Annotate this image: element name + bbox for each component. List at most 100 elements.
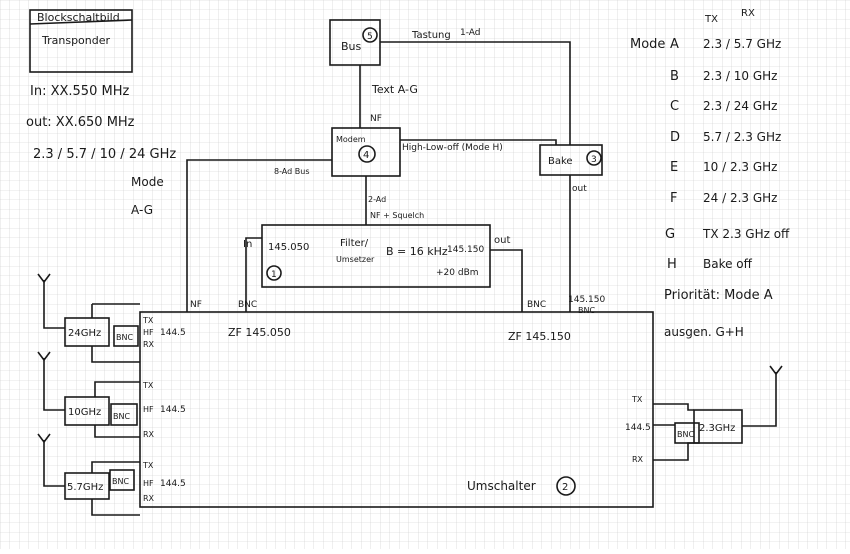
port10-rx: RX	[143, 430, 155, 439]
nf-top-label: NF	[370, 114, 382, 124]
bus-number-circle	[362, 27, 378, 43]
bake-block	[539, 144, 603, 176]
mode-letter-g: G	[665, 227, 675, 242]
modem-number-circle	[358, 145, 376, 163]
umschalter-label: Umschalter	[467, 479, 536, 493]
bnc-bake-label: BNC	[578, 306, 595, 315]
conv24-block	[64, 317, 110, 347]
conv57-bnc: BNC	[112, 477, 129, 486]
port10-tx: TX	[142, 381, 154, 390]
filter-bandwidth: B = 16 kHz	[386, 245, 448, 258]
filter-freq: 145.050	[268, 242, 309, 253]
bake-number-circle	[586, 150, 602, 166]
freq-145150-label: 145.150	[568, 295, 605, 305]
in-frequency: In: XX.550 MHz	[30, 84, 129, 99]
mode-letter-h: H	[667, 257, 677, 272]
bake-number: 3	[591, 155, 597, 165]
text-ag-label: Text A-G	[371, 83, 418, 96]
umschalter-block	[139, 311, 654, 508]
bake-out-label: out	[572, 184, 587, 194]
conv24-bnc-box	[113, 325, 139, 347]
mode-value-b: 2.3 / 10 GHz	[703, 69, 777, 83]
mode-note-line2: A-G	[131, 203, 153, 217]
conv24-label: 24GHz	[68, 328, 101, 339]
mode-letter-d: D	[670, 130, 680, 145]
title-line1: Blockschaltbild	[37, 11, 120, 24]
mode-value-e: 10 / 2.3 GHz	[703, 160, 777, 174]
bus-8ad-label: 8-Ad Bus	[274, 167, 309, 176]
umschalter-number: 2	[562, 482, 568, 493]
conv57-bnc-box	[109, 469, 135, 491]
one-ad-label: 1-Ad	[460, 28, 481, 38]
mode-letter-b: B	[670, 69, 679, 84]
mode-letter-a: A	[670, 37, 679, 52]
mode-value-g: TX 2.3 GHz off	[702, 227, 790, 241]
port57-freq: 144.5	[160, 479, 186, 489]
conv10-label: 10GHz	[68, 407, 101, 418]
filter-out-freq: 145.150	[447, 245, 484, 255]
mode-value-d: 5.7 / 2.3 GHz	[703, 130, 781, 144]
bake-label: Bake	[548, 156, 573, 167]
filter-out-line	[490, 249, 523, 312]
mode-value-f: 24 / 2.3 GHz	[703, 191, 777, 205]
conv10-block	[64, 396, 110, 426]
modem-label: Modem	[336, 135, 366, 144]
filter-in-label: In	[243, 239, 252, 250]
port57-rx: RX	[143, 494, 155, 503]
filter-in-line	[245, 237, 262, 312]
bands-note: 2.3 / 5.7 / 10 / 24 GHz	[33, 147, 176, 162]
mode-note-line1: Mode	[131, 175, 164, 189]
except-note: ausgen. G+H	[664, 325, 744, 339]
filter-name2: Umsetzer	[336, 255, 375, 264]
conv23-bnc: BNC	[677, 430, 694, 439]
zf-left-label: ZF 145.050	[228, 326, 291, 339]
filter-number: 1	[271, 270, 277, 280]
filter-number-circle	[266, 265, 282, 281]
mode-col-rx: RX	[741, 8, 755, 19]
port10-hf: HF	[143, 405, 154, 414]
bnc-right-label: BNC	[527, 300, 546, 310]
conv57-label: 5.7GHz	[67, 482, 103, 493]
port23-tx: TX	[631, 395, 643, 404]
filter-out-label: out	[494, 235, 510, 246]
conv10-bnc: BNC	[113, 412, 130, 421]
mode-value-h: Bake off	[703, 257, 753, 271]
port24-rx: RX	[143, 340, 155, 349]
zf-right-label: ZF 145.150	[508, 330, 571, 343]
mode-letter-c: C	[670, 99, 679, 114]
modem-number: 4	[363, 150, 369, 161]
nf-left-label: NF	[190, 300, 202, 310]
antenna-24	[43, 280, 65, 329]
filter-block	[261, 224, 491, 288]
antenna-23	[742, 372, 777, 427]
tastung-line	[380, 41, 571, 145]
mode-letter-e: E	[670, 160, 678, 175]
conv23-bnc-box	[674, 422, 700, 444]
port23-rx: RX	[632, 455, 644, 464]
mode-value-c: 2.3 / 24 GHz	[703, 99, 777, 113]
mode-letter-f: F	[670, 191, 677, 206]
bus-number: 5	[367, 32, 373, 42]
title-line2: Transponder	[41, 34, 111, 47]
high-low-label: High-Low-off (Mode H)	[402, 143, 503, 153]
port10-freq: 144.5	[160, 405, 186, 415]
nf-squelch-label: NF + Squelch	[370, 211, 424, 220]
mode-value-a: 2.3 / 5.7 GHz	[703, 37, 781, 51]
umschalter-number-circle	[556, 476, 576, 496]
port57-tx: TX	[142, 461, 154, 470]
bnc-left-label: BNC	[238, 300, 257, 310]
bus-label: Bus	[341, 40, 362, 53]
bus-8ad-line	[186, 159, 332, 312]
port24-hf: HF	[143, 328, 154, 337]
antenna-10	[43, 358, 65, 411]
priority-note: Priorität: Mode A	[664, 288, 773, 303]
port24-tx: TX	[142, 316, 154, 325]
port57-hf: HF	[143, 479, 154, 488]
tastung-label: Tastung	[411, 30, 451, 41]
conv23-label: 2.3GHz	[699, 423, 735, 434]
conv24-bnc: BNC	[116, 333, 133, 342]
antenna-57	[43, 440, 65, 487]
conv10-bnc-box	[110, 403, 138, 426]
